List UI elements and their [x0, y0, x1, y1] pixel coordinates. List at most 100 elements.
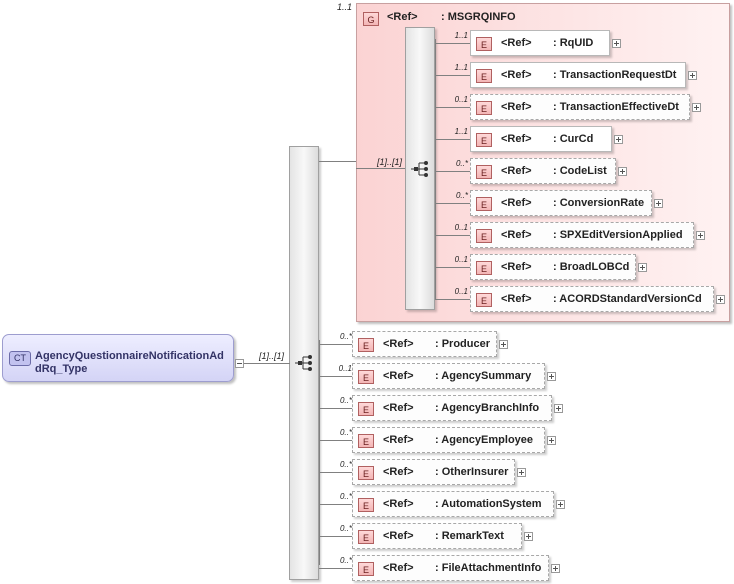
- element-ref: <Ref>: [383, 466, 414, 478]
- element-badge: E: [476, 261, 492, 275]
- element-badge: E: [358, 562, 374, 576]
- expand-toggle[interactable]: [654, 199, 663, 208]
- element-name: : AgencyBranchInfo: [435, 402, 540, 414]
- element-ref: <Ref>: [383, 338, 414, 350]
- element-ref: <Ref>: [501, 229, 532, 241]
- expand-toggle[interactable]: [618, 167, 627, 176]
- element-node[interactable]: E<Ref>: AutomationSystem: [352, 491, 554, 517]
- element-ref: <Ref>: [501, 293, 532, 305]
- element-name: : ConversionRate: [553, 197, 645, 209]
- expand-toggle[interactable]: [547, 372, 556, 381]
- connector: [244, 363, 290, 364]
- connector: [319, 440, 352, 441]
- group-badge: G: [363, 12, 379, 26]
- element-badge: E: [358, 466, 374, 480]
- element-ref: <Ref>: [501, 101, 532, 113]
- expand-toggle[interactable]: [688, 71, 697, 80]
- element-badge: E: [476, 197, 492, 211]
- element-cardinality: 0..*: [339, 556, 352, 565]
- element-badge: E: [358, 338, 374, 352]
- connector: [319, 568, 352, 569]
- element-node[interactable]: E<Ref>: TransactionRequestDt: [470, 62, 686, 88]
- element-ref: <Ref>: [383, 530, 414, 542]
- element-ref: <Ref>: [383, 434, 414, 446]
- element-cardinality: 1..1: [454, 127, 468, 136]
- element-name: : CurCd: [553, 133, 594, 145]
- root-collapse-toggle[interactable]: [235, 359, 244, 368]
- connector: [319, 504, 352, 505]
- group-ref: <Ref>: [387, 11, 418, 23]
- element-node[interactable]: E<Ref>: AgencyBranchInfo: [352, 395, 552, 421]
- element-node[interactable]: E<Ref>: RemarkText: [352, 523, 522, 549]
- element-badge: E: [476, 293, 492, 307]
- element-badge: E: [358, 402, 374, 416]
- element-node[interactable]: E<Ref>: ConversionRate: [470, 190, 652, 216]
- expand-toggle[interactable]: [499, 340, 508, 349]
- connector: [435, 299, 470, 300]
- expand-toggle[interactable]: [692, 103, 701, 112]
- element-cardinality: 0..*: [339, 396, 352, 405]
- element-node[interactable]: E <Ref> : Producer: [352, 331, 497, 357]
- element-node[interactable]: E<Ref>: CurCd: [470, 126, 612, 152]
- expand-toggle[interactable]: [524, 532, 533, 541]
- expand-toggle[interactable]: [614, 135, 623, 144]
- element-badge: E: [476, 229, 492, 243]
- element-name: : TransactionEffectiveDt: [553, 101, 679, 113]
- element-badge: E: [476, 37, 492, 51]
- expand-toggle[interactable]: [551, 564, 560, 573]
- element-name: : Producer: [435, 338, 491, 350]
- element-cardinality: 0..1: [338, 364, 352, 373]
- root-complex-type[interactable]: CT AgencyQuestionnaireNotificationAddRq_…: [2, 334, 234, 382]
- element-cardinality: 0..*: [339, 460, 352, 469]
- connector: [435, 139, 470, 140]
- expand-toggle[interactable]: [547, 436, 556, 445]
- connector: [435, 267, 470, 268]
- element-cardinality: 0..*: [339, 492, 352, 501]
- element-node[interactable]: E <Ref> : BroadLOBCd: [470, 254, 636, 280]
- connector: [435, 235, 470, 236]
- element-name: : RqUID: [553, 37, 594, 49]
- element-cardinality: 0..*: [339, 332, 352, 341]
- element-node[interactable]: E<Ref>: SPXEditVersionApplied: [470, 222, 694, 248]
- group-cardinality: 1..1: [337, 2, 353, 12]
- element-node[interactable]: E<Ref>: FileAttachmentInfo: [352, 555, 549, 581]
- element-badge: E: [476, 133, 492, 147]
- expand-toggle[interactable]: [696, 231, 705, 240]
- element-node[interactable]: E <Ref> : AgencyEmployee: [352, 427, 545, 453]
- element-name: : AgencySummary: [435, 370, 532, 382]
- element-name: : BroadLOBCd: [553, 261, 630, 273]
- element-node[interactable]: E<Ref>: AgencySummary: [352, 363, 545, 389]
- element-ref: <Ref>: [383, 498, 414, 510]
- element-name: : AgencyEmployee: [435, 434, 534, 446]
- expand-toggle[interactable]: [554, 404, 563, 413]
- element-badge: E: [358, 498, 374, 512]
- element-node[interactable]: E <Ref> : RqUID: [470, 30, 610, 56]
- element-ref: <Ref>: [383, 562, 414, 574]
- element-node[interactable]: E<Ref>: ACORDStandardVersionCd: [470, 286, 714, 312]
- group-name: : MSGRQINFO: [441, 11, 516, 23]
- element-ref: <Ref>: [501, 37, 532, 49]
- element-node[interactable]: E<Ref>: OtherInsurer: [352, 459, 515, 485]
- element-node[interactable]: E<Ref>: CodeList: [470, 158, 616, 184]
- element-node[interactable]: E<Ref>: TransactionEffectiveDt: [470, 94, 690, 120]
- expand-toggle[interactable]: [716, 295, 725, 304]
- connector: [319, 472, 352, 473]
- element-badge: E: [358, 434, 374, 448]
- connector: [435, 43, 470, 44]
- connector: [319, 340, 320, 565]
- element-ref: <Ref>: [383, 370, 414, 382]
- expand-toggle[interactable]: [638, 263, 647, 272]
- element-cardinality: 0..1: [454, 223, 468, 232]
- main-sequence-icon: [295, 355, 315, 371]
- connector: [435, 107, 470, 108]
- expand-toggle[interactable]: [556, 500, 565, 509]
- connector: [319, 376, 352, 377]
- connector: [319, 344, 352, 345]
- element-ref: <Ref>: [501, 261, 532, 273]
- element-badge: E: [476, 69, 492, 83]
- element-cardinality: 0..*: [455, 191, 468, 200]
- element-cardinality: 1..1: [454, 63, 468, 72]
- element-badge: E: [358, 530, 374, 544]
- expand-toggle[interactable]: [517, 468, 526, 477]
- expand-toggle[interactable]: [612, 39, 621, 48]
